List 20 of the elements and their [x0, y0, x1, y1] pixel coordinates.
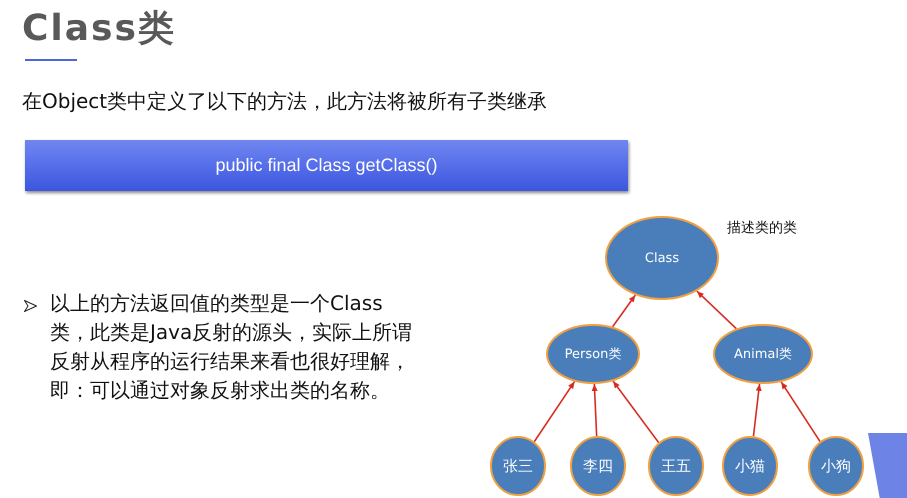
arrow	[612, 294, 636, 328]
node-label: 小猫	[735, 456, 765, 476]
node-label: 李四	[583, 456, 613, 476]
node-caption: 描述类的类	[727, 219, 797, 237]
arrow	[612, 380, 660, 443]
node-label: 张三	[503, 456, 533, 476]
node-label: Animal类	[734, 346, 792, 363]
arrow	[696, 290, 737, 330]
arrow	[752, 384, 762, 436]
arrow	[780, 382, 821, 442]
arrow	[592, 384, 598, 436]
title: Class类	[22, 7, 176, 51]
node-label: 王五	[661, 456, 691, 476]
node-label: 小狗	[821, 456, 851, 476]
code-banner: public final Class getClass()	[25, 140, 628, 191]
node-label: Class	[644, 250, 680, 266]
arrow	[534, 381, 576, 442]
intro-text: 在Object类中定义了以下的方法，此方法将被所有子类继承	[22, 88, 548, 115]
node-label: Person类	[564, 346, 622, 363]
bullet-paragraph: 以上的方法返回值的类型是一个Class类，此类是Java反射的源头，实际上所谓反射从程序的运行结果来看也很好理解，即：可以通过对象反射求出类的名称。	[50, 290, 414, 404]
